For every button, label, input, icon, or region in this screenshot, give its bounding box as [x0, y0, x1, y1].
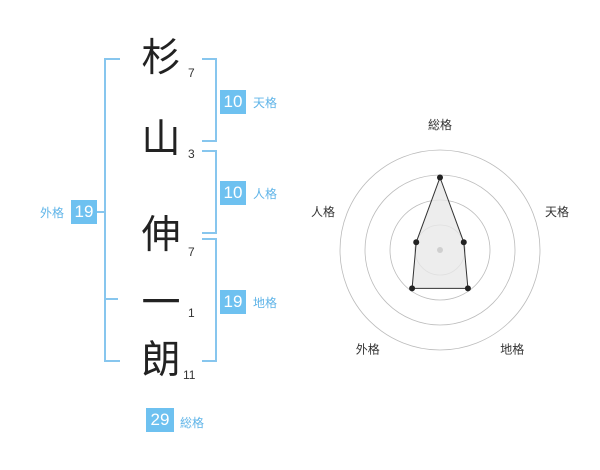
name-char-2: 山 — [141, 117, 181, 162]
stroke-count-4: 1 — [188, 306, 195, 320]
gaikaku-value-badge: 19 — [71, 200, 97, 224]
radar-ring — [339, 149, 541, 351]
radar-axis-label-5: 人格 — [311, 204, 335, 219]
radar-point-5 — [413, 239, 420, 246]
stroke-count-5: 11 — [183, 368, 196, 382]
jinkaku-bracket — [202, 150, 217, 234]
stroke-count-2: 3 — [188, 147, 195, 161]
radar-center-dot — [437, 247, 443, 253]
jinkaku-value-badge: 10 — [220, 181, 246, 205]
radar-point-3 — [464, 285, 471, 292]
name-char-5: 朗 — [141, 338, 181, 383]
tenkaku-bracket — [202, 58, 217, 142]
tenkaku-value-badge: 10 — [220, 90, 246, 114]
tenkaku-label: 天格 — [253, 96, 278, 110]
soukaku-value-badge: 29 — [146, 408, 174, 432]
radar-axis-label-3: 地格 — [500, 342, 524, 357]
radar-point-2 — [460, 239, 467, 246]
jinkaku-label: 人格 — [253, 187, 278, 201]
gaikaku-bracket — [104, 58, 120, 362]
radar-point-1 — [437, 174, 443, 181]
chikaku-bracket — [202, 238, 217, 362]
radar-axis-label-1: 総格 — [428, 117, 452, 132]
radar-axis-label-2: 天格 — [545, 204, 569, 219]
gaikaku-bracket-divider — [104, 298, 118, 300]
stroke-count-3: 7 — [188, 245, 195, 259]
soukaku-label: 総格 — [180, 416, 205, 430]
name-char-4: 一 — [141, 281, 181, 326]
name-char-1: 杉 — [141, 36, 181, 81]
gaikaku-label: 外格 — [40, 206, 65, 220]
stroke-count-1: 7 — [188, 66, 195, 80]
chikaku-value-badge: 19 — [220, 290, 246, 314]
radar-area — [411, 176, 469, 289]
name-char-3: 伸 — [141, 213, 181, 258]
chikaku-label: 地格 — [253, 296, 278, 310]
radar-axis-label-4: 外格 — [356, 342, 380, 357]
radar-point-4 — [409, 285, 416, 292]
